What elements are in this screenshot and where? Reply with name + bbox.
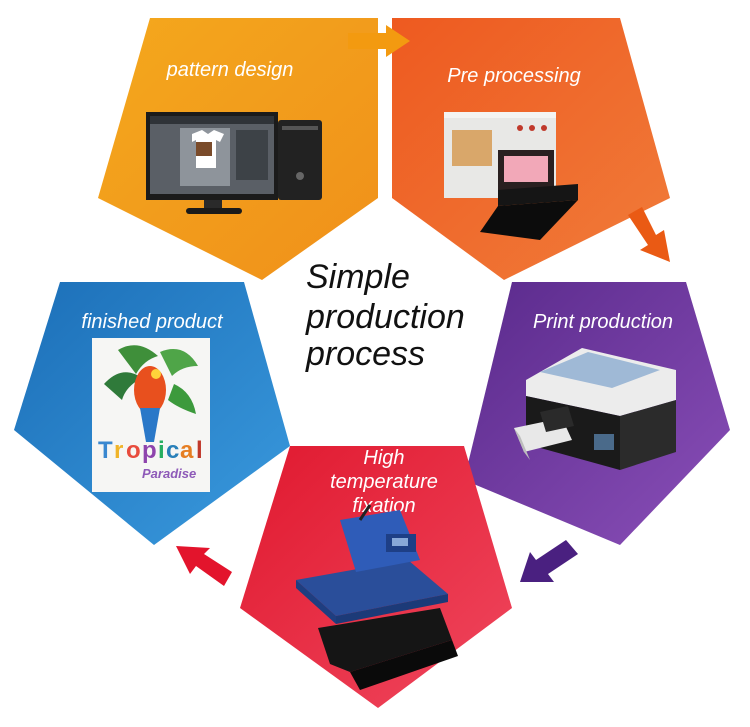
svg-text:r: r (114, 437, 123, 464)
heat-press-machine (296, 504, 458, 690)
step-pattern-design: pattern design (98, 18, 378, 280)
step-label: Pre processing (447, 65, 580, 87)
step-label: Print production (533, 311, 673, 333)
step-print-production: Print production (464, 282, 730, 545)
svg-text:i: i (158, 437, 165, 464)
flow-arrows (176, 25, 670, 586)
computer-monitor-and-tower (146, 112, 322, 214)
flatbed-printer (514, 348, 676, 470)
arrow-down-left-icon (520, 540, 578, 582)
step-pre-processing: Pre processing (392, 18, 670, 280)
svg-text:p: p (142, 437, 157, 464)
center-title-line: process (305, 335, 425, 373)
svg-text:c: c (166, 437, 179, 464)
svg-text:o: o (126, 437, 141, 464)
center-title-line: Simple (306, 258, 410, 296)
svg-text:a: a (180, 437, 194, 464)
step-high-temperature-fixation: High temperature fixation (240, 446, 512, 708)
center-title-line: production (305, 298, 465, 336)
step-label: finished product (81, 311, 224, 333)
printed-tshirt-tropical-paradise: T r o p i c a l Paradise (92, 338, 210, 492)
pretreatment-machine (444, 112, 578, 240)
svg-text:T: T (98, 437, 113, 464)
step-label: temperature (330, 471, 438, 493)
arrow-up-left-icon (176, 546, 232, 586)
step-label: pattern design (166, 59, 294, 81)
arrow-right-icon (348, 25, 410, 57)
svg-text:Paradise: Paradise (142, 466, 196, 481)
step-finished-product: finished product T r o p i c a l Paradis… (14, 282, 290, 545)
arrow-down-icon (628, 207, 670, 262)
svg-text:l: l (196, 437, 203, 464)
step-label: High (363, 447, 404, 469)
center-title: Simple production process (305, 258, 465, 373)
